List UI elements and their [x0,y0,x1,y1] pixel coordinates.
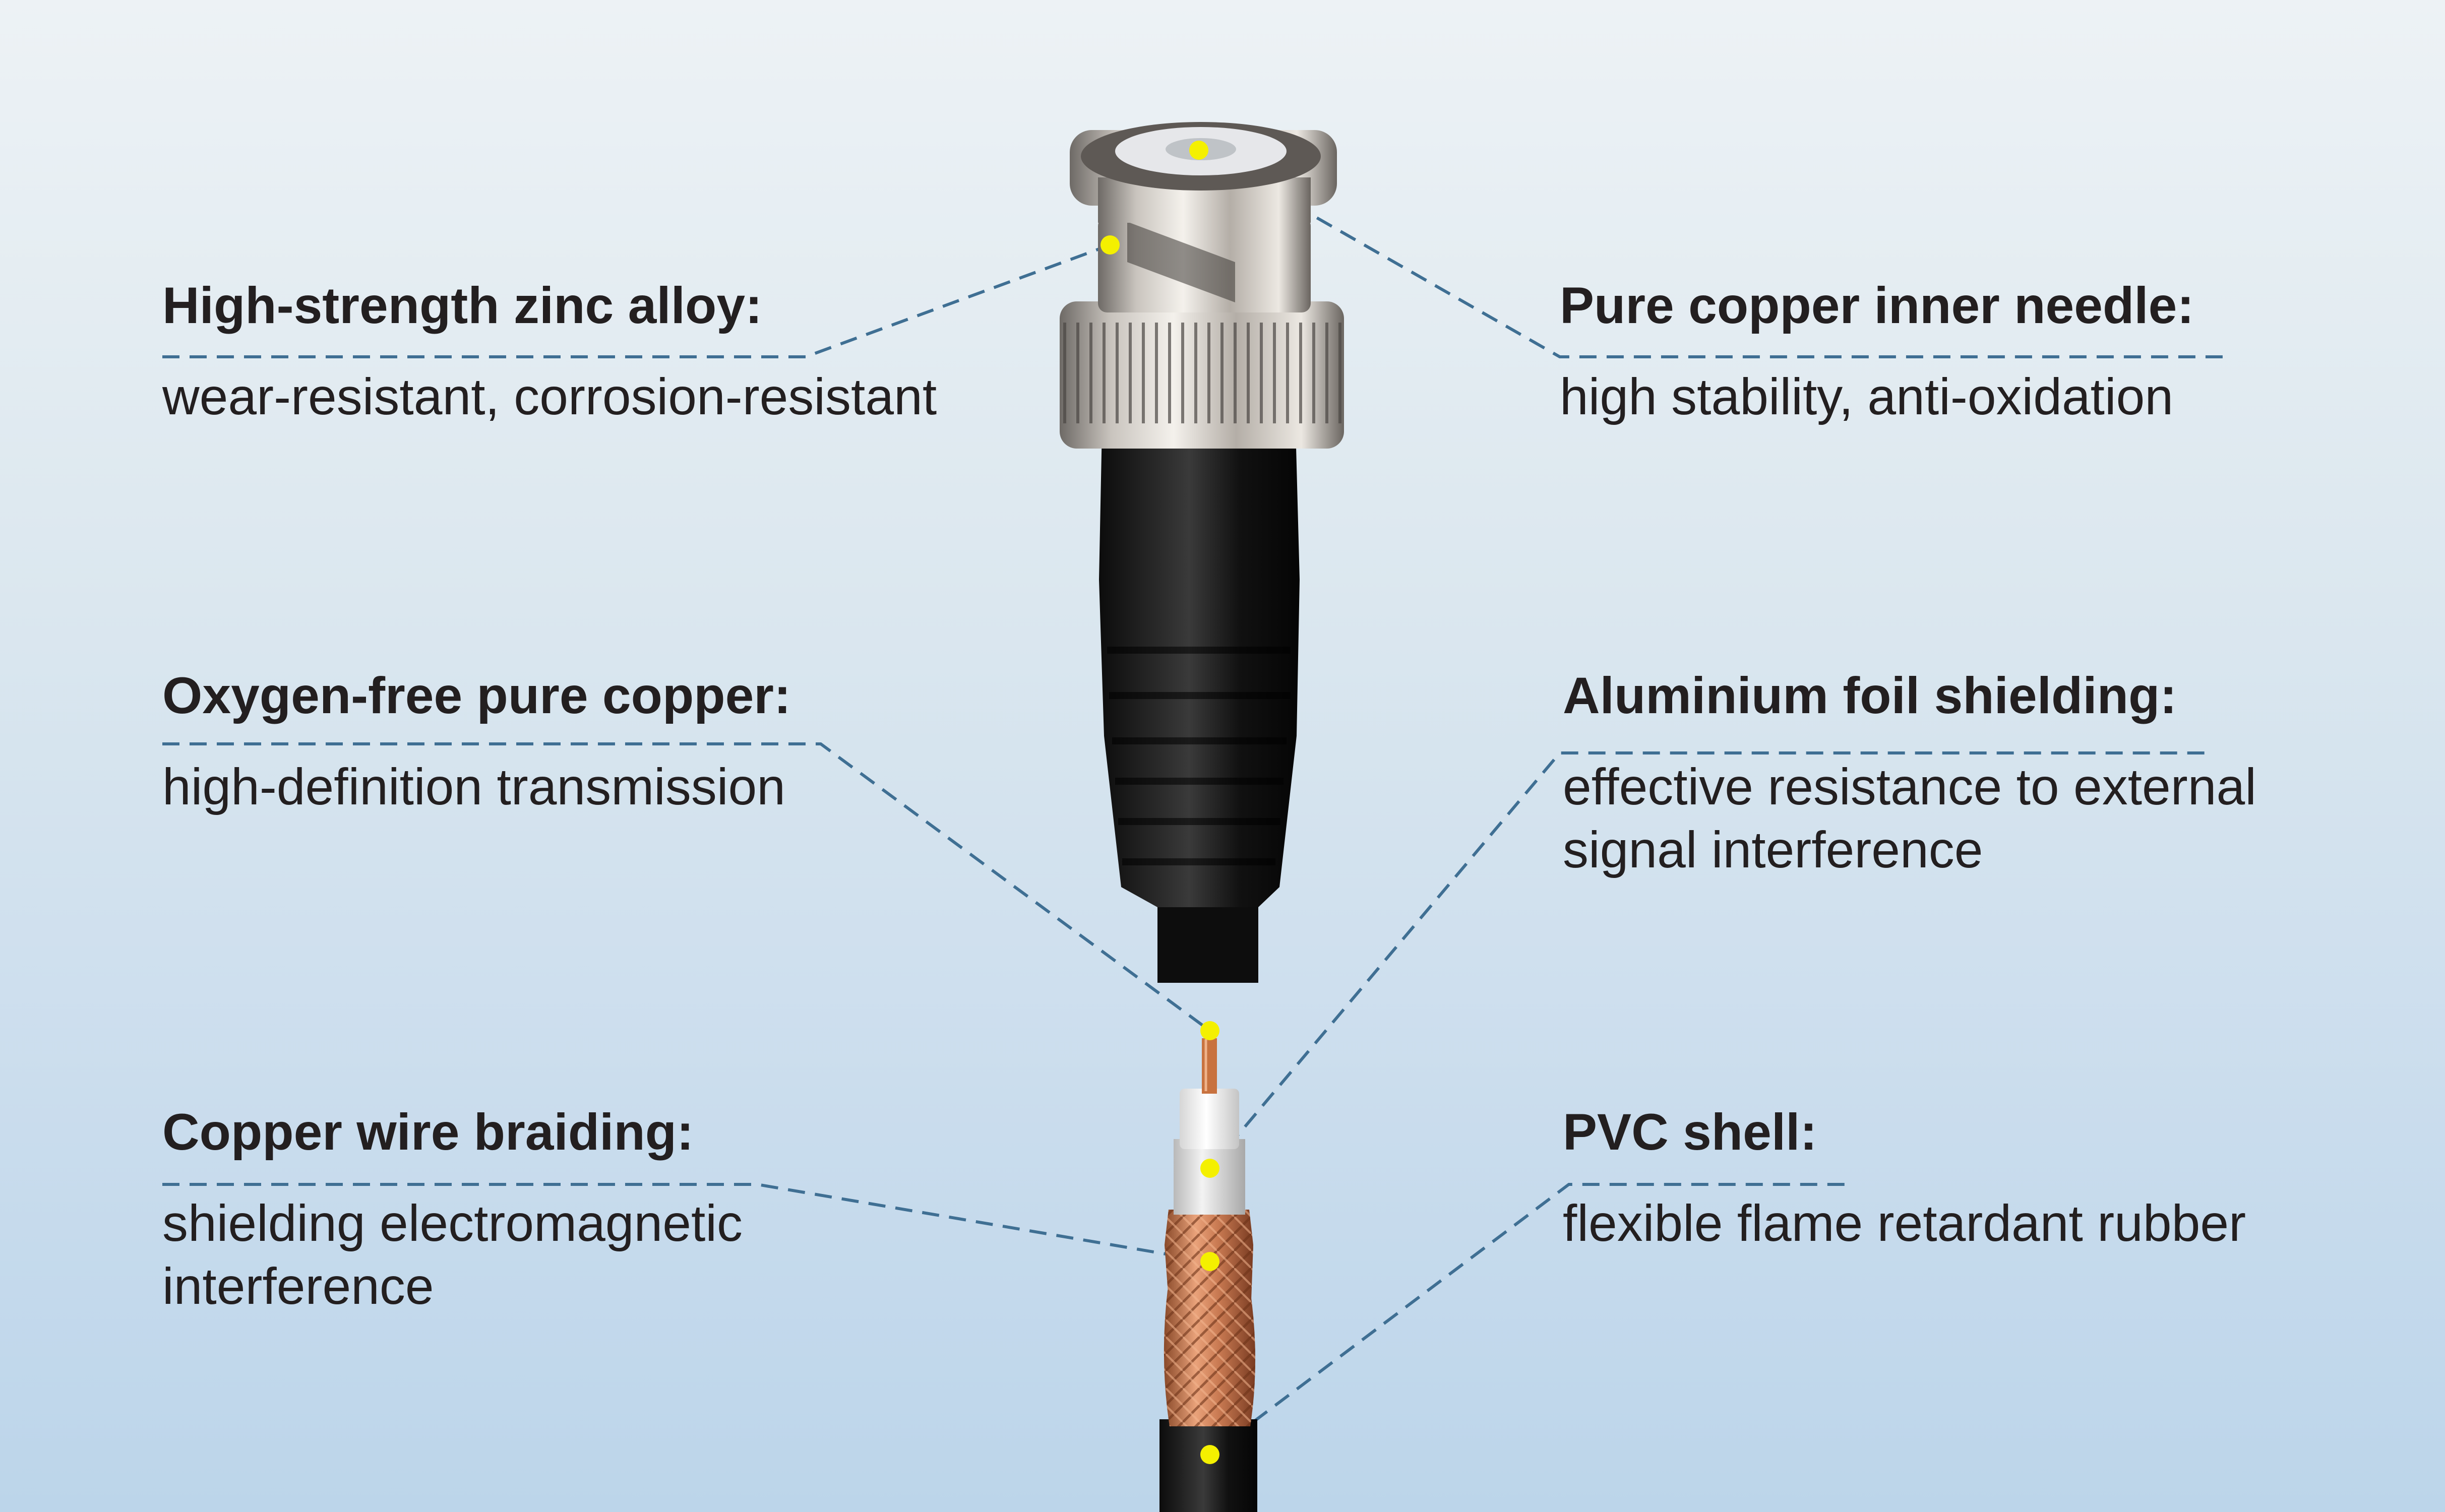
callout-inner-needle: Pure copper inner needle: high stability… [1560,276,2194,428]
leader-line-pvc-shell [1209,1183,1846,1456]
callout-pvc-shell: PVC shell: flexible flame retardant rubb… [1563,1103,2246,1255]
callout-title: High-strength zinc alloy: [162,277,763,334]
leader-line-zinc-alloy [162,243,1111,358]
callout-copper-braiding: Copper wire braiding: shielding electrom… [162,1103,919,1317]
marker-dot-aluminium-foil [1200,1159,1219,1178]
callout-description: shielding electromagnetic interference [162,1194,743,1315]
callout-description: flexible flame retardant rubber [1563,1194,2246,1252]
callout-description: high stability, anti-oxidation [1560,368,2174,426]
leader-line-inner-needle [1198,149,2228,358]
callout-title: Copper wire braiding: [162,1103,694,1161]
bnc-connector [1060,122,1344,983]
marker-dot-inner-needle [1189,141,1208,160]
callout-description: high-definition transmission [162,758,785,816]
leader-line-oxygen-copper [162,742,1211,1032]
leader-line-copper-braiding [162,1183,1210,1263]
marker-dot-oxygen-copper [1200,1021,1219,1040]
stripped-cable [1159,1038,1257,1512]
marker-dot-zinc-alloy [1101,235,1120,255]
callout-zinc-alloy: High-strength zinc alloy: wear-resistant… [162,276,937,428]
marker-dot-copper-braiding [1200,1252,1219,1271]
callout-oxygen-free-copper: Oxygen-free pure copper: high-definition… [162,666,791,818]
callout-title: Aluminium foil shielding: [1563,667,2177,724]
callout-description: wear-resistant, corrosion-resistant [162,368,937,426]
callout-aluminium-foil: Aluminium foil shielding: effective resi… [1563,666,2349,881]
marker-dot-pvc-shell [1200,1445,1219,1464]
callout-title: PVC shell: [1563,1103,1817,1161]
callout-title: Oxygen-free pure copper: [162,667,791,724]
callout-description: effective resistance to external signal … [1563,758,2256,878]
callout-title: Pure copper inner needle: [1560,277,2194,334]
